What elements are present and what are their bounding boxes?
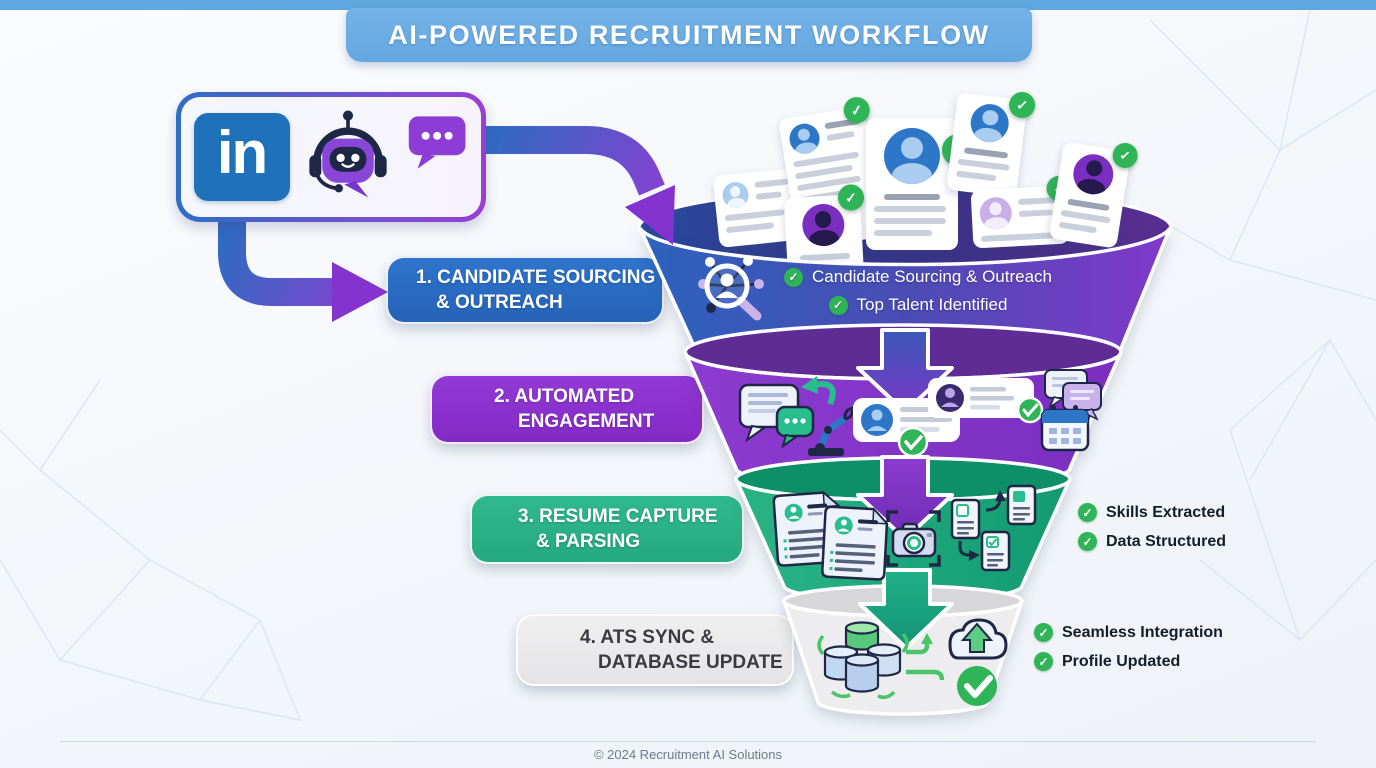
checklist-item: ✓ Seamless Integration [1034,623,1223,642]
stage1-label-line2: & OUTREACH [436,292,563,313]
stage2-label-line1: 2. AUTOMATED [494,386,635,407]
stage2-label-line2: ENGAGEMENT [518,411,655,432]
checklist-label: Top Talent Identified [856,295,1008,314]
linkedin-logo-text: in [216,118,268,186]
page-title: AI-POWERED RECRUITMENT WORKFLOW [388,19,990,50]
stage1-banner: 1. CANDIDATE SOURCING & OUTREACH [386,256,664,324]
stage3-banner: 3. RESUME CAPTURE & PARSING [470,494,744,564]
checklist-item: ✓ Skills Extracted [1078,503,1226,522]
stage3-label-line1: 3. RESUME CAPTURE [518,506,718,527]
checklist-label: Data Structured [1106,532,1227,550]
stage4-checklist: ✓ Seamless Integration ✓ Profile Updated [1034,623,1223,671]
check-icon: ✓ [837,183,865,212]
title-banner: AI-POWERED RECRUITMENT WORKFLOW [346,8,1032,62]
checklist-label: Skills Extracted [1106,503,1226,521]
checklist-item: ✓ Top Talent Identified [828,295,1008,315]
resume-card: ✓ [946,90,1037,198]
chat-bubble-icon [408,116,465,169]
stage1-checklist: ✓ Candidate Sourcing & Outreach ✓ Top Ta… [768,267,1068,315]
check-icon: ✓ [783,267,803,287]
linkedin-logo: in [193,113,290,201]
checklist-item: ✓ Data Structured [1078,532,1226,551]
stage4-banner: 4. ATS SYNC & DATABASE UPDATE [516,614,794,686]
top-accent-strip [0,0,1376,10]
resume-card: ✓ [866,118,974,250]
checklist-label: Seamless Integration [1062,623,1223,641]
source-box: in [176,92,486,222]
footer-text: © 2024 Recruitment AI Solutions [593,747,783,762]
check-icon: ✓ [1034,652,1053,671]
stage1-label-line1: 1. CANDIDATE SOURCING [416,267,656,288]
check-icon: ✓ [1078,532,1097,551]
stage3-checklist: ✓ Skills Extracted ✓ Data Structured [1078,503,1226,551]
stage4-label-line1: 4. ATS SYNC & [580,627,715,648]
chatbot-icon [309,110,387,198]
checklist-item: ✓ Candidate Sourcing & Outreach [783,267,1053,287]
checklist-label: Candidate Sourcing & Outreach [811,267,1053,286]
check-icon: ✓ [1034,623,1053,642]
check-icon: ✓ [828,295,848,315]
checklist-item: ✓ Profile Updated [1034,652,1223,671]
footer-divider [60,741,1316,742]
checklist-label: Profile Updated [1062,652,1181,670]
check-icon: ✓ [1078,503,1097,522]
stage2-banner: 2. AUTOMATED ENGAGEMENT [430,374,704,444]
stage4-label-line2: DATABASE UPDATE [598,652,783,673]
stage3-label-line2: & PARSING [536,531,641,552]
